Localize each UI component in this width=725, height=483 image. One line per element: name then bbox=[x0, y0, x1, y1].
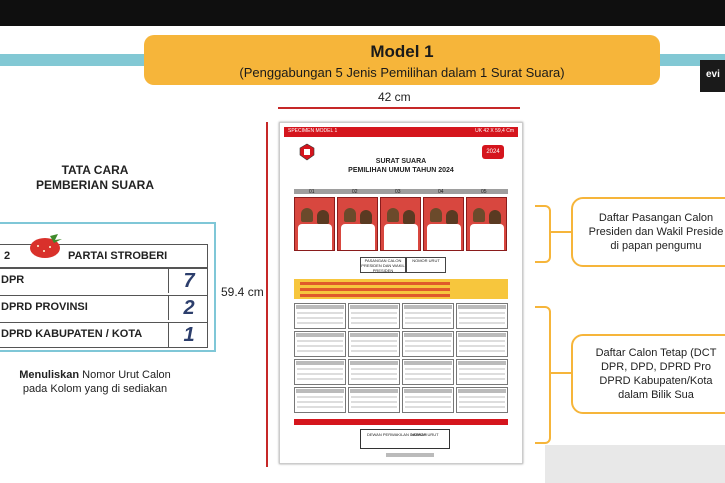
candidate-pair: 01 bbox=[294, 189, 335, 251]
party-cell bbox=[348, 331, 400, 357]
note-text: Nomor Urut Calon pada Kolom yang di sedi… bbox=[22, 369, 171, 395]
party-cell bbox=[294, 303, 346, 329]
instructions-title: TATA CARA PEMBERIAN SUARA bbox=[0, 163, 190, 193]
candidate-pair: 03 bbox=[380, 189, 421, 251]
candidate-number: 02 bbox=[352, 189, 358, 195]
party-number: 2 bbox=[4, 250, 11, 262]
callout-line: DPR, DPD, DPRD Pro bbox=[600, 361, 712, 373]
legislative-section-band bbox=[294, 279, 508, 299]
ballot-example-frame bbox=[0, 222, 216, 352]
row-number: 1 bbox=[168, 323, 209, 347]
party-cell bbox=[294, 387, 346, 413]
ballot-row-dprd-provinsi: DPRD PROVINSI 2 bbox=[0, 295, 208, 320]
year-badge: 2024 bbox=[482, 145, 504, 159]
specimen-right-tag: UK 42 X 59,4 Cm bbox=[475, 128, 514, 134]
candidate-number: 05 bbox=[481, 189, 487, 195]
candidate-number: 03 bbox=[395, 189, 401, 195]
party-cell bbox=[294, 331, 346, 357]
party-cell bbox=[348, 303, 400, 329]
row-label: DPRD KABUPATEN / KOTA bbox=[1, 328, 143, 340]
row-number: 7 bbox=[168, 269, 209, 293]
party-cell bbox=[348, 359, 400, 385]
top-brace bbox=[535, 205, 551, 263]
dpd-label: DEWAN PERWAKILAN DAERAH bbox=[367, 432, 427, 437]
slide-subtitle: (Penggabungan 5 Jenis Pemilihan dalam 1 … bbox=[239, 65, 565, 80]
instructions-title-line2: PEMBERIAN SUARA bbox=[35, 178, 154, 192]
party-cell bbox=[456, 387, 508, 413]
bottom-brace-tick bbox=[549, 372, 573, 374]
number-box: NOMOR URUT bbox=[406, 257, 446, 273]
party-cell bbox=[402, 359, 454, 385]
party-name: PARTAI STROBERI bbox=[68, 250, 168, 262]
party-cell bbox=[456, 331, 508, 357]
dpd-box: DEWAN PERWAKILAN DAERAH NOMOR URUT bbox=[360, 429, 450, 449]
strawberry-icon bbox=[30, 234, 62, 258]
ballot-specimen: SPECIMEN MODEL 1 UK 42 X 59,4 Cm SURAT S… bbox=[279, 122, 523, 464]
candidate-number: 01 bbox=[309, 189, 315, 195]
row-label: DPR bbox=[1, 274, 25, 286]
specimen-title-line1: SURAT SUARA bbox=[375, 158, 427, 165]
callout-candidate-list: Daftar Calon Tetap (DCT DPR, DPD, DPRD P… bbox=[571, 334, 725, 414]
party-cell bbox=[456, 303, 508, 329]
presidential-section-bar bbox=[294, 189, 508, 194]
corner-label: evi bbox=[700, 60, 725, 92]
callout-line: Daftar Calon Tetap (DCT bbox=[595, 347, 717, 359]
instruction-note: Menuliskan Nomor Urut Calon pada Kolom y… bbox=[10, 368, 180, 396]
ballot-rows-frame bbox=[0, 268, 208, 348]
width-dimension-line bbox=[278, 107, 520, 109]
instructions-title-line1: TATA CARA bbox=[61, 163, 129, 177]
height-dimension-line bbox=[266, 122, 268, 467]
callout-presidential-list: Daftar Pasangan Calon Presiden dan Wakil… bbox=[571, 197, 725, 267]
party-cell bbox=[402, 387, 454, 413]
top-black-bar bbox=[0, 0, 725, 26]
party-cell bbox=[402, 303, 454, 329]
row-label: DPRD PROVINSI bbox=[1, 301, 88, 313]
candidate-number: 04 bbox=[438, 189, 444, 195]
callout-line: DPRD Kabupaten/Kota bbox=[599, 375, 713, 387]
specimen-header-bar: SPECIMEN MODEL 1 UK 42 X 59,4 Cm bbox=[284, 127, 518, 137]
dpd-section-bar bbox=[294, 419, 508, 425]
slide-title: Model 1 bbox=[370, 42, 434, 61]
party-cell bbox=[348, 387, 400, 413]
kpu-logo-icon bbox=[299, 143, 315, 161]
slide-title-banner: Model 1 (Penggabungan 5 Jenis Pemilihan … bbox=[144, 35, 660, 85]
bottom-right-shade bbox=[545, 445, 725, 483]
callout-line: Presiden dan Wakil Preside bbox=[588, 226, 724, 238]
party-grid bbox=[294, 303, 508, 415]
callout-line: di papan pengumu bbox=[610, 240, 702, 252]
candidate-pair: 04 bbox=[423, 189, 464, 251]
note-bold: Menuliskan bbox=[19, 369, 80, 381]
callout-line: dalam Bilik Sua bbox=[618, 389, 694, 401]
specimen-title-line2: PEMILIHAN UMUM TAHUN 2024 bbox=[348, 167, 454, 174]
row-number: 2 bbox=[168, 296, 209, 320]
specimen-title: SURAT SUARA PEMILIHAN UMUM TAHUN 2024 bbox=[280, 157, 522, 175]
ballot-row-dprd-kabupaten: DPRD KABUPATEN / KOTA 1 bbox=[0, 322, 208, 348]
specimen-left-tag: SPECIMEN MODEL 1 bbox=[288, 128, 338, 134]
party-cell bbox=[456, 359, 508, 385]
top-brace-tick bbox=[549, 231, 573, 233]
height-dimension-label: 59.4 cm bbox=[221, 285, 264, 299]
candidate-pair: 05 bbox=[466, 189, 507, 251]
bottom-brace bbox=[535, 306, 551, 444]
dpd-number-label: NOMOR URUT bbox=[411, 432, 439, 437]
ballot-row-dpr: DPR 7 bbox=[0, 268, 208, 293]
candidate-row: 01 02 03 04 05 bbox=[294, 189, 508, 251]
party-cell bbox=[402, 331, 454, 357]
width-dimension-label: 42 cm bbox=[378, 90, 411, 104]
candidate-pair: 02 bbox=[337, 189, 378, 251]
specimen-footer-bar bbox=[386, 453, 434, 457]
callout-line: Daftar Pasangan Calon bbox=[598, 212, 714, 224]
pair-label-box: PASANGAN CALON PRESIDEN DAN WAKIL PRESID… bbox=[360, 257, 406, 273]
ballot-party-header: 2 PARTAI STROBERI bbox=[0, 244, 208, 268]
party-cell bbox=[294, 359, 346, 385]
